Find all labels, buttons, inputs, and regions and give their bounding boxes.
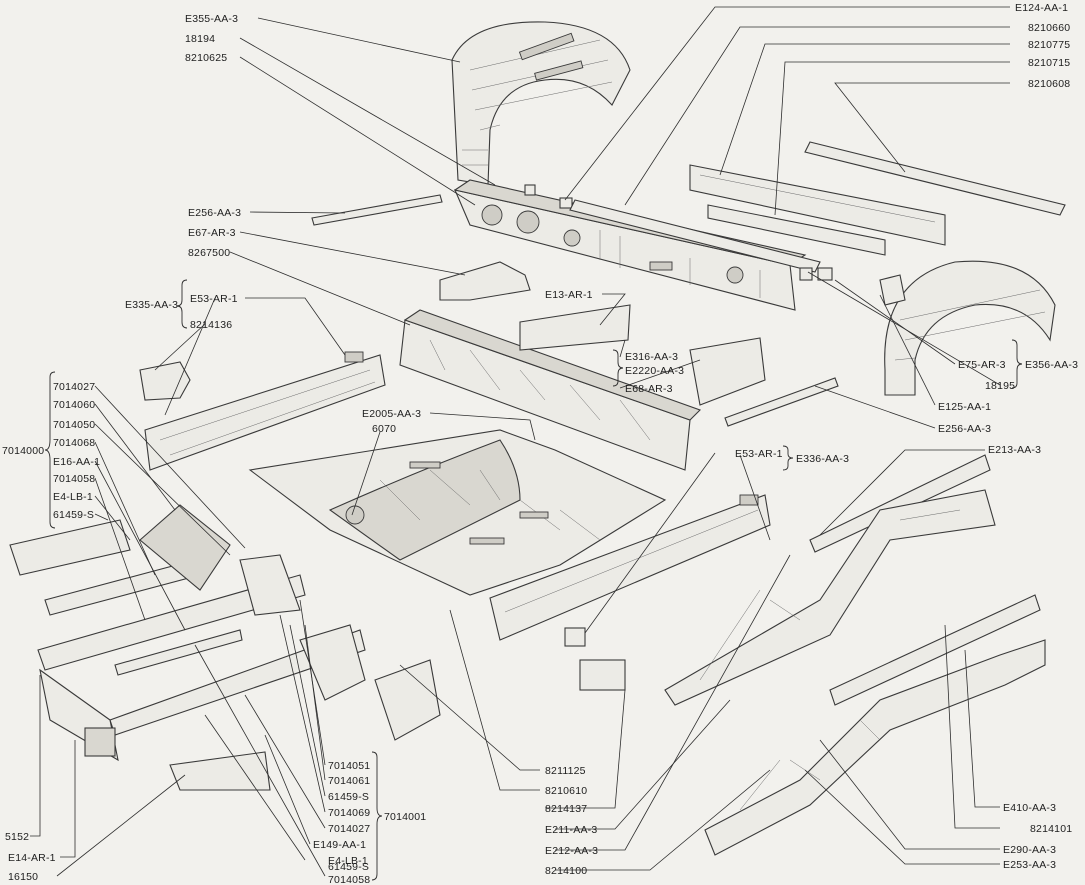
callout-61459-s-top: 61459-S — [53, 509, 94, 521]
callout-e68-ar-3: E68-AR-3 — [625, 383, 673, 395]
torque-box-left — [299, 624, 366, 701]
callout-e336-aa-3: E336-AA-3 — [796, 453, 849, 465]
callout-7014061: 7014061 — [328, 775, 370, 787]
upper-reinforcement-strip — [569, 199, 821, 273]
callout-e211-aa-3: E211-AA-3 — [545, 824, 597, 836]
callout-7014058-bottom: 7014058 — [328, 874, 370, 885]
callout-8210715: 8210715 — [1028, 57, 1070, 69]
callout-e16-aa-1: E16-AA-1 — [53, 456, 100, 468]
callout-e125-aa-1: E125-AA-1 — [938, 401, 991, 413]
leader-lines — [30, 6, 1010, 877]
callout-7014001: 7014001 — [384, 811, 426, 823]
callout-8214136: 8214136 — [190, 319, 232, 331]
callout-e53-ar-1-right: E53-AR-1 — [735, 448, 783, 460]
callout-18194: 18194 — [185, 33, 215, 45]
rear-wheelhouse-left — [451, 21, 631, 186]
torque-box-right — [374, 659, 441, 741]
heel-board — [399, 309, 702, 471]
callout-e253-aa-3: E253-AA-3 — [1003, 859, 1056, 871]
small-strip-right — [724, 377, 839, 427]
bracket-8214136 — [139, 361, 191, 401]
callout-7014058-top: 7014058 — [53, 473, 95, 485]
callout-8210660: 8210660 — [1028, 22, 1070, 34]
callout-e356-aa-3: E356-AA-3 — [1025, 359, 1078, 371]
callout-e410-aa-3: E410-AA-3 — [1003, 802, 1056, 814]
pad-bracket — [564, 627, 586, 647]
callout-7014050: 7014050 — [53, 419, 95, 431]
callout-16150: 16150 — [8, 871, 38, 883]
callout-18195: 18195 — [985, 380, 1015, 392]
bracket-e67 — [439, 261, 531, 301]
callout-e2005-aa-3: E2005-AA-3 — [362, 408, 421, 420]
brace-e316 — [612, 349, 624, 387]
callout-8210610: 8210610 — [545, 785, 587, 797]
callout-e213-aa-3: E213-AA-3 — [988, 444, 1041, 456]
callout-61459-s-bottom: 61459-S — [328, 861, 369, 873]
bracket-e68 — [689, 337, 766, 406]
callout-e355-aa-3: E355-AA-3 — [185, 13, 238, 25]
small-strip-top — [311, 194, 443, 226]
callout-7014068: 7014068 — [53, 437, 95, 449]
callout-e14-ar-1: E14-AR-1 — [8, 852, 56, 864]
callout-7014000: 7014000 — [2, 445, 44, 457]
frame-rail-lower — [704, 594, 1046, 856]
callout-7014060: 7014060 — [53, 399, 95, 411]
sill-right — [489, 494, 771, 641]
rear-wheelhouse-right — [879, 260, 1056, 396]
tunnel-bracket — [579, 659, 626, 691]
callout-8210625: 8210625 — [185, 52, 227, 64]
main-floor-pan — [248, 429, 667, 596]
brace-e335 — [176, 279, 188, 329]
callout-e2220-aa-3: E2220-AA-3 — [625, 365, 684, 377]
rear-crossmembers — [689, 141, 1066, 281]
callout-e256-aa-3-right: E256-AA-3 — [938, 423, 991, 435]
sill-left — [144, 351, 386, 471]
callout-8214137: 8214137 — [545, 803, 587, 815]
callout-61459-s-mid: 61459-S — [328, 791, 369, 803]
front-crossmember — [39, 668, 119, 762]
callout-e316-aa-3: E316-AA-3 — [625, 351, 678, 363]
callout-e149-aa-1: E149-AA-1 — [313, 839, 366, 851]
callout-e75-ar-3: E75-AR-3 — [958, 359, 1006, 371]
brace-7014000 — [44, 371, 56, 529]
bracket-e13 — [519, 304, 631, 351]
callout-8210608: 8210608 — [1028, 78, 1070, 90]
callout-6070: 6070 — [372, 423, 396, 435]
callout-7014027-top: 7014027 — [53, 381, 95, 393]
callout-8267500: 8267500 — [188, 247, 230, 259]
callout-e256-aa-3-top: E256-AA-3 — [188, 207, 241, 219]
callout-e212-aa-3: E212-AA-3 — [545, 845, 598, 857]
callout-7014051: 7014051 — [328, 760, 370, 772]
callout-e13-ar-1: E13-AR-1 — [545, 289, 593, 301]
group-braces — [44, 279, 1023, 881]
footwell-bracket — [169, 751, 271, 791]
callout-e67-ar-3: E67-AR-3 — [188, 227, 236, 239]
callout-8214100: 8214100 — [545, 865, 587, 877]
callout-8210775: 8210775 — [1028, 39, 1070, 51]
brace-e356 — [1011, 339, 1023, 389]
callout-8214101: 8214101 — [1030, 823, 1072, 835]
callout-e53-ar-1-left: E53-AR-1 — [190, 293, 238, 305]
callout-e4-lb-1-top: E4-LB-1 — [53, 491, 93, 503]
frame-rail-upper — [664, 454, 996, 706]
callout-7014027-bottom: 7014027 — [328, 823, 370, 835]
callout-e290-aa-3: E290-AA-3 — [1003, 844, 1056, 856]
front-floor-left — [9, 504, 366, 736]
brace-e336 — [782, 445, 794, 471]
brace-7014001 — [371, 751, 383, 881]
callout-8211125: 8211125 — [545, 765, 586, 777]
callout-e124-aa-1: E124-AA-1 — [1015, 2, 1068, 14]
callout-e335-aa-3: E335-AA-3 — [125, 299, 178, 311]
callout-5152: 5152 — [5, 831, 29, 843]
callout-7014069: 7014069 — [328, 807, 370, 819]
callout-e4-lb-1-bottom: E4-LB-1 — [328, 855, 368, 867]
